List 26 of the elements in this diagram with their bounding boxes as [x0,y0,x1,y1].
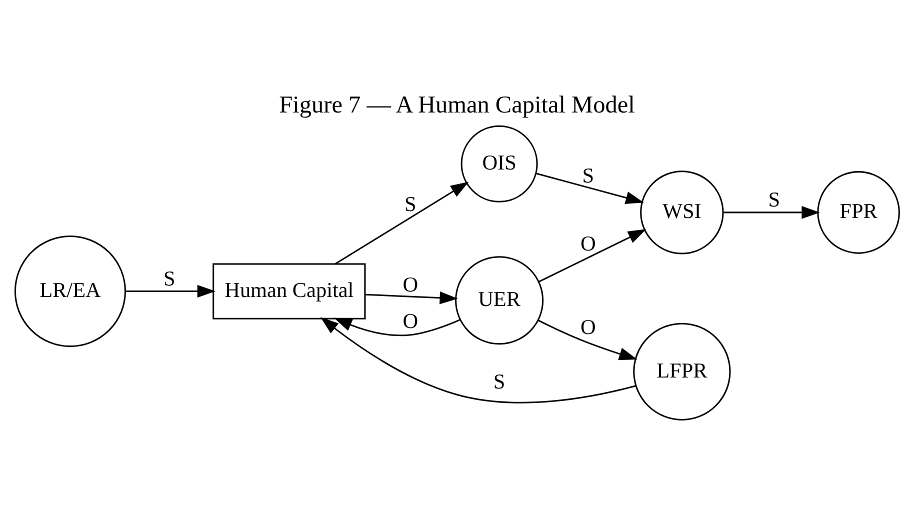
edge-label: S [582,163,594,188]
arrow [724,206,820,219]
arrow [538,320,638,360]
arrow [320,317,636,404]
node-circle: LFPR [633,322,731,420]
arrow [536,172,644,204]
edge-label: S [768,188,780,212]
arrow [334,182,469,265]
node-circle: FPR [817,171,900,254]
arrow [365,291,458,304]
edge-label: O [402,308,418,333]
node-box: Human Capital [212,263,366,320]
edge-label: O [580,232,596,256]
arrow [334,318,461,336]
edge-label: O [402,272,418,297]
edge-label: O [580,315,596,340]
node-circle: OIS [460,125,538,202]
edge-label: S [404,192,416,216]
arrow [538,229,646,282]
node-circle: LR/EA [14,236,126,348]
node-circle: WSI [640,170,724,254]
arrow [126,284,216,298]
diagram-title: Figure 7 — A Human Capital Model [279,92,635,119]
node-circle: UER [455,256,544,345]
edge-label: S [493,370,506,394]
edge-label: S [163,266,176,291]
